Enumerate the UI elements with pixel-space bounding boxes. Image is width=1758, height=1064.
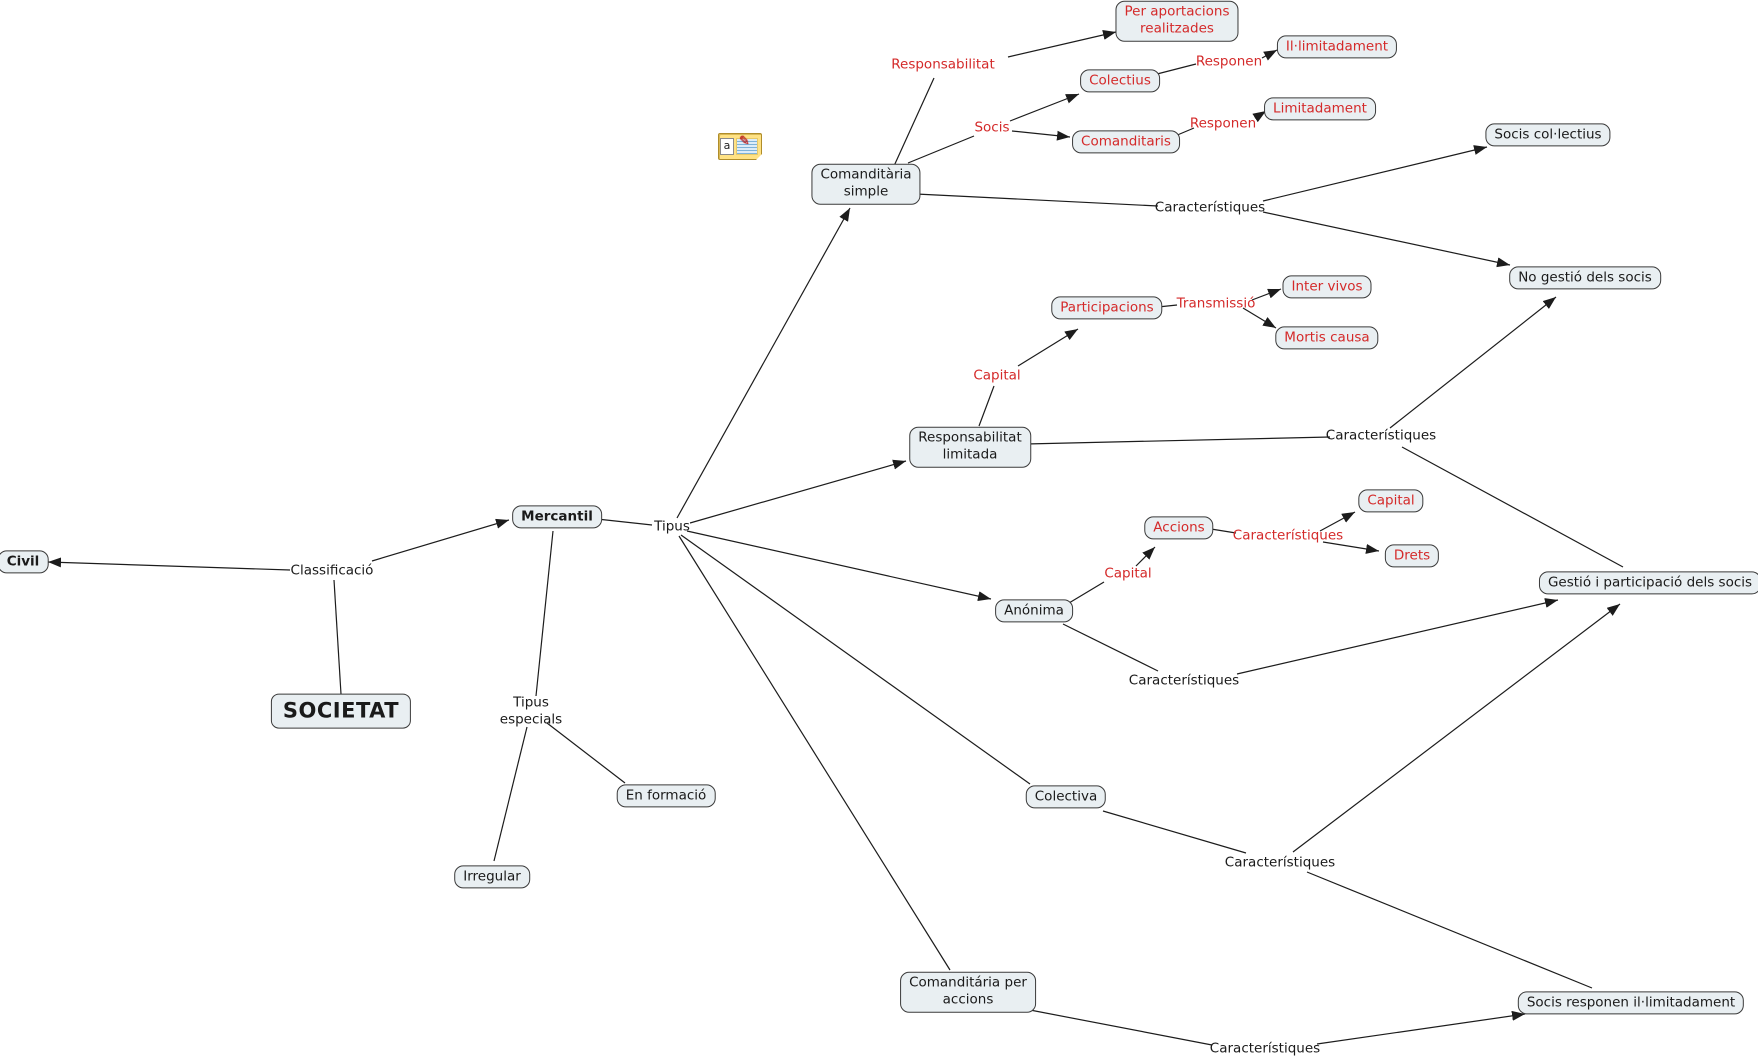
concept-socis-collectius[interactable]: Socis col·lectius — [1485, 123, 1611, 147]
edge-colectiva-to-caracteristiques-4 — [1102, 810, 1247, 854]
edge-accions-to-caracteristiques-red — [1210, 528, 1237, 534]
link-label-responen-2[interactable]: Responen — [1189, 115, 1257, 132]
edge-comanditaria-simple-to-socis — [907, 135, 975, 164]
edge-classificacio-to-civil — [47, 557, 291, 571]
link-label-caracteristiques-red[interactable]: Característiques — [1232, 527, 1344, 544]
edge-mercantil-to-tipus-especials — [535, 530, 554, 697]
concept-societat[interactable]: SOCIETAT — [270, 693, 412, 729]
link-label-responsabilitat[interactable]: Responsabilitat — [891, 56, 995, 73]
edge-anonima-to-caracteristiques-3 — [1062, 623, 1159, 672]
concept-comanditaris[interactable]: Comanditaris — [1072, 130, 1180, 154]
edge-transmissio-to-mortis-causa — [1242, 307, 1277, 329]
link-label-socis[interactable]: Socis — [974, 119, 1010, 136]
link-label-caracteristiques-5[interactable]: Característiques — [1209, 1040, 1321, 1057]
edge-socis-to-colectius — [1009, 93, 1080, 122]
concept-drets[interactable]: Drets — [1384, 544, 1440, 568]
edge-colectius-to-responen-1 — [1156, 63, 1197, 75]
edge-mercantil-to-tipus — [596, 518, 653, 526]
concept-en-formacio[interactable]: En formació — [616, 784, 716, 808]
link-label-capital-1[interactable]: Capital — [973, 367, 1021, 384]
edge-transmissio-to-inter-vivos — [1251, 288, 1282, 301]
edge-tipus-especials-to-en-formacio — [546, 722, 626, 784]
concept-comanditaria-accions[interactable]: Comanditária per accions — [900, 971, 1036, 1013]
link-label-classificacio[interactable]: Classificació — [290, 562, 374, 579]
link-label-transmissio[interactable]: Transmissió — [1176, 295, 1256, 312]
edge-responen-1-to-illimitadament — [1261, 49, 1278, 61]
edge-caracteristiques-red-to-drets — [1322, 541, 1380, 554]
concept-socis-responen[interactable]: Socis responen il·limitadament — [1517, 991, 1745, 1015]
edge-caracteristiques-1-to-no-gestio — [1262, 211, 1511, 268]
concept-mortis-causa[interactable]: Mortis causa — [1275, 326, 1379, 350]
concept-limitadament[interactable]: Limitadament — [1264, 97, 1376, 121]
edge-caracteristiques-red-to-capital-box — [1319, 511, 1356, 532]
concept-colectius[interactable]: Colectius — [1080, 69, 1160, 93]
edge-classificacio-to-mercantil — [371, 518, 510, 562]
link-label-tipus[interactable]: Tipus — [654, 518, 690, 535]
concept-participacions[interactable]: Participacions — [1051, 296, 1163, 320]
link-label-caracteristiques-1[interactable]: Característiques — [1154, 199, 1266, 216]
link-label-tipus-especials[interactable]: Tipus especials — [499, 694, 563, 728]
annotation-letter: a — [720, 138, 734, 155]
pencil-icon: ✎ — [739, 134, 750, 149]
note-fold-corner — [756, 154, 762, 160]
concept-comanditaria-simple[interactable]: Comanditària simple — [811, 163, 921, 205]
note-lines-icon: ✎ — [736, 134, 758, 155]
concept-anonima[interactable]: Anónima — [995, 599, 1073, 623]
edge-caracteristiques-1-to-socis-collectius — [1262, 145, 1488, 202]
edge-caracteristiques-2-to-no-gestio — [1389, 296, 1557, 429]
edge-responsabilitat-limitada-to-capital-1 — [978, 385, 995, 427]
concept-civil[interactable]: Civil — [0, 550, 49, 574]
concept-no-gestio[interactable]: No gestió dels socis — [1509, 266, 1661, 290]
link-label-capital-2[interactable]: Capital — [1104, 565, 1152, 582]
edge-comanditaria-simple-to-responsabilitat — [893, 77, 935, 167]
edge-tipus-to-comanditaria-simple — [676, 207, 851, 519]
edge-caracteristiques-3-to-gestio-participacio — [1236, 598, 1559, 675]
edge-anonima-to-capital-2 — [1068, 581, 1105, 604]
edge-classificacio-to-societat — [333, 579, 342, 695]
edge-tipus-to-anonima — [686, 530, 992, 602]
concept-capital-box[interactable]: Capital — [1358, 489, 1424, 513]
edge-responsabilitat-limitada-to-caracteristiques-2 — [1025, 436, 1331, 445]
edge-caracteristiques-4-to-gestio-participacio — [1292, 603, 1621, 853]
edge-tipus-to-colectiva — [680, 534, 1031, 785]
concept-accions[interactable]: Accions — [1144, 516, 1214, 540]
concept-per-aportacions[interactable]: Per aportacions realitzades — [1115, 0, 1239, 42]
edge-comanditaria-accions-to-caracteristiques-5 — [1029, 1009, 1213, 1046]
edge-caracteristiques-4-to-socis-responen — [1306, 871, 1593, 989]
concept-colectiva[interactable]: Colectiva — [1025, 785, 1107, 809]
concept-gestio-participacio[interactable]: Gestió i participació dels socis — [1538, 571, 1758, 595]
edge-socis-to-comanditaris — [1011, 130, 1071, 141]
edge-comanditaria-simple-to-caracteristiques-1 — [915, 193, 1159, 207]
link-label-caracteristiques-2[interactable]: Característiques — [1325, 427, 1437, 444]
edge-tipus-to-comanditaria-accions — [678, 535, 951, 971]
link-label-caracteristiques-4[interactable]: Característiques — [1224, 854, 1336, 871]
link-label-caracteristiques-3[interactable]: Característiques — [1128, 672, 1240, 689]
edge-responsabilitat-to-per-aportacions — [1007, 30, 1117, 58]
edge-tipus-to-responsabilitat-limitada — [689, 459, 907, 524]
concept-mercantil[interactable]: Mercantil — [512, 505, 602, 529]
link-label-responen-1[interactable]: Responen — [1195, 53, 1263, 70]
annotation-note-icon[interactable]: a ✎ — [718, 133, 762, 160]
edge-capital-1-to-participacions — [1017, 328, 1079, 367]
edge-caracteristiques-5-to-socis-responen — [1316, 1010, 1526, 1045]
concept-responsabilitat-limitada[interactable]: Responsabilitat limitada — [909, 426, 1031, 468]
edge-tipus-especials-to-irregular — [493, 726, 528, 862]
concept-irregular[interactable]: Irregular — [454, 865, 530, 889]
edge-capital-2-to-accions — [1135, 546, 1156, 567]
concept-inter-vivos[interactable]: Inter vivos — [1282, 275, 1372, 299]
concept-illimitadament[interactable]: Il·limitadament — [1276, 35, 1398, 59]
edge-caracteristiques-2-to-gestio-participacio — [1401, 446, 1624, 568]
